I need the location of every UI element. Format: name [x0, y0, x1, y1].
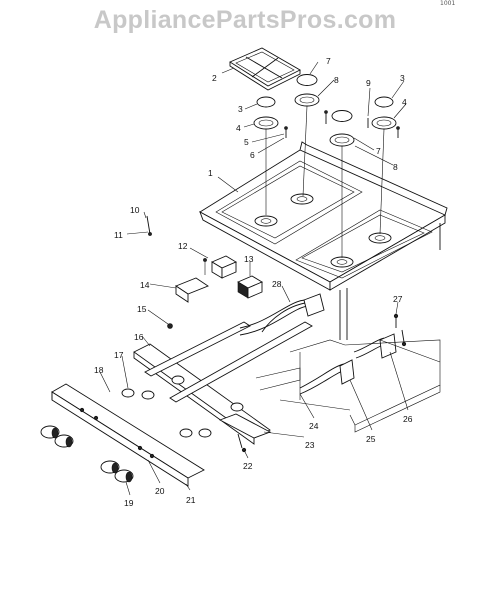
part-label: 27 — [393, 294, 403, 304]
part-label: 12 — [178, 241, 188, 251]
part-label: 13 — [244, 254, 254, 264]
watermark-text: AppliancePartsPros.com — [93, 6, 397, 34]
part-label: 28 — [272, 279, 282, 289]
part-label: 21 — [186, 495, 196, 505]
part-label: 1 — [208, 168, 213, 178]
part-label: 11 — [114, 230, 123, 240]
part-label: 2 — [212, 73, 217, 83]
corner-mark: 1001 — [440, 0, 456, 7]
cooktop-body — [199, 141, 448, 340]
control-panel — [51, 383, 205, 487]
part-label: 26 — [403, 414, 413, 424]
part-label: 3 — [400, 73, 405, 83]
part-label: 23 — [305, 440, 315, 450]
part-label: 22 — [243, 461, 253, 471]
part-label: 10 — [130, 205, 140, 215]
part-label: 17 — [114, 350, 124, 360]
part-label: 24 — [309, 421, 319, 431]
part-label: 18 — [94, 365, 104, 375]
part-number-labels: 2 1 3 3 4 4 5 6 7 7 8 8 9 10 11 12 13 14… — [94, 56, 413, 508]
part-label: 7 — [326, 56, 331, 66]
leader-lines — [99, 61, 409, 496]
part-label: 25 — [366, 434, 376, 444]
part-label: 3 — [238, 104, 243, 114]
burner-box — [255, 339, 441, 433]
part-label: 4 — [402, 97, 407, 107]
burner-caps — [253, 74, 400, 258]
part-label: 19 — [124, 498, 134, 508]
part-label: 16 — [134, 332, 144, 342]
part-label: 15 — [137, 304, 147, 314]
control-knobs — [40, 425, 134, 483]
part-label: 20 — [155, 486, 165, 496]
part-label: 6 — [250, 150, 255, 160]
gas-manifold — [121, 321, 313, 445]
mount-brackets — [146, 215, 407, 453]
ignition-components — [175, 255, 263, 303]
part-label: 7 — [376, 146, 381, 156]
part-label: 9 — [366, 78, 371, 88]
part-label: 8 — [393, 162, 398, 172]
part-label: 5 — [244, 137, 249, 147]
part-label: 4 — [236, 123, 241, 133]
burner-grate — [229, 47, 301, 91]
part-label: 8 — [334, 75, 339, 85]
part-label: 14 — [140, 280, 150, 290]
burner-tubes — [239, 293, 397, 395]
